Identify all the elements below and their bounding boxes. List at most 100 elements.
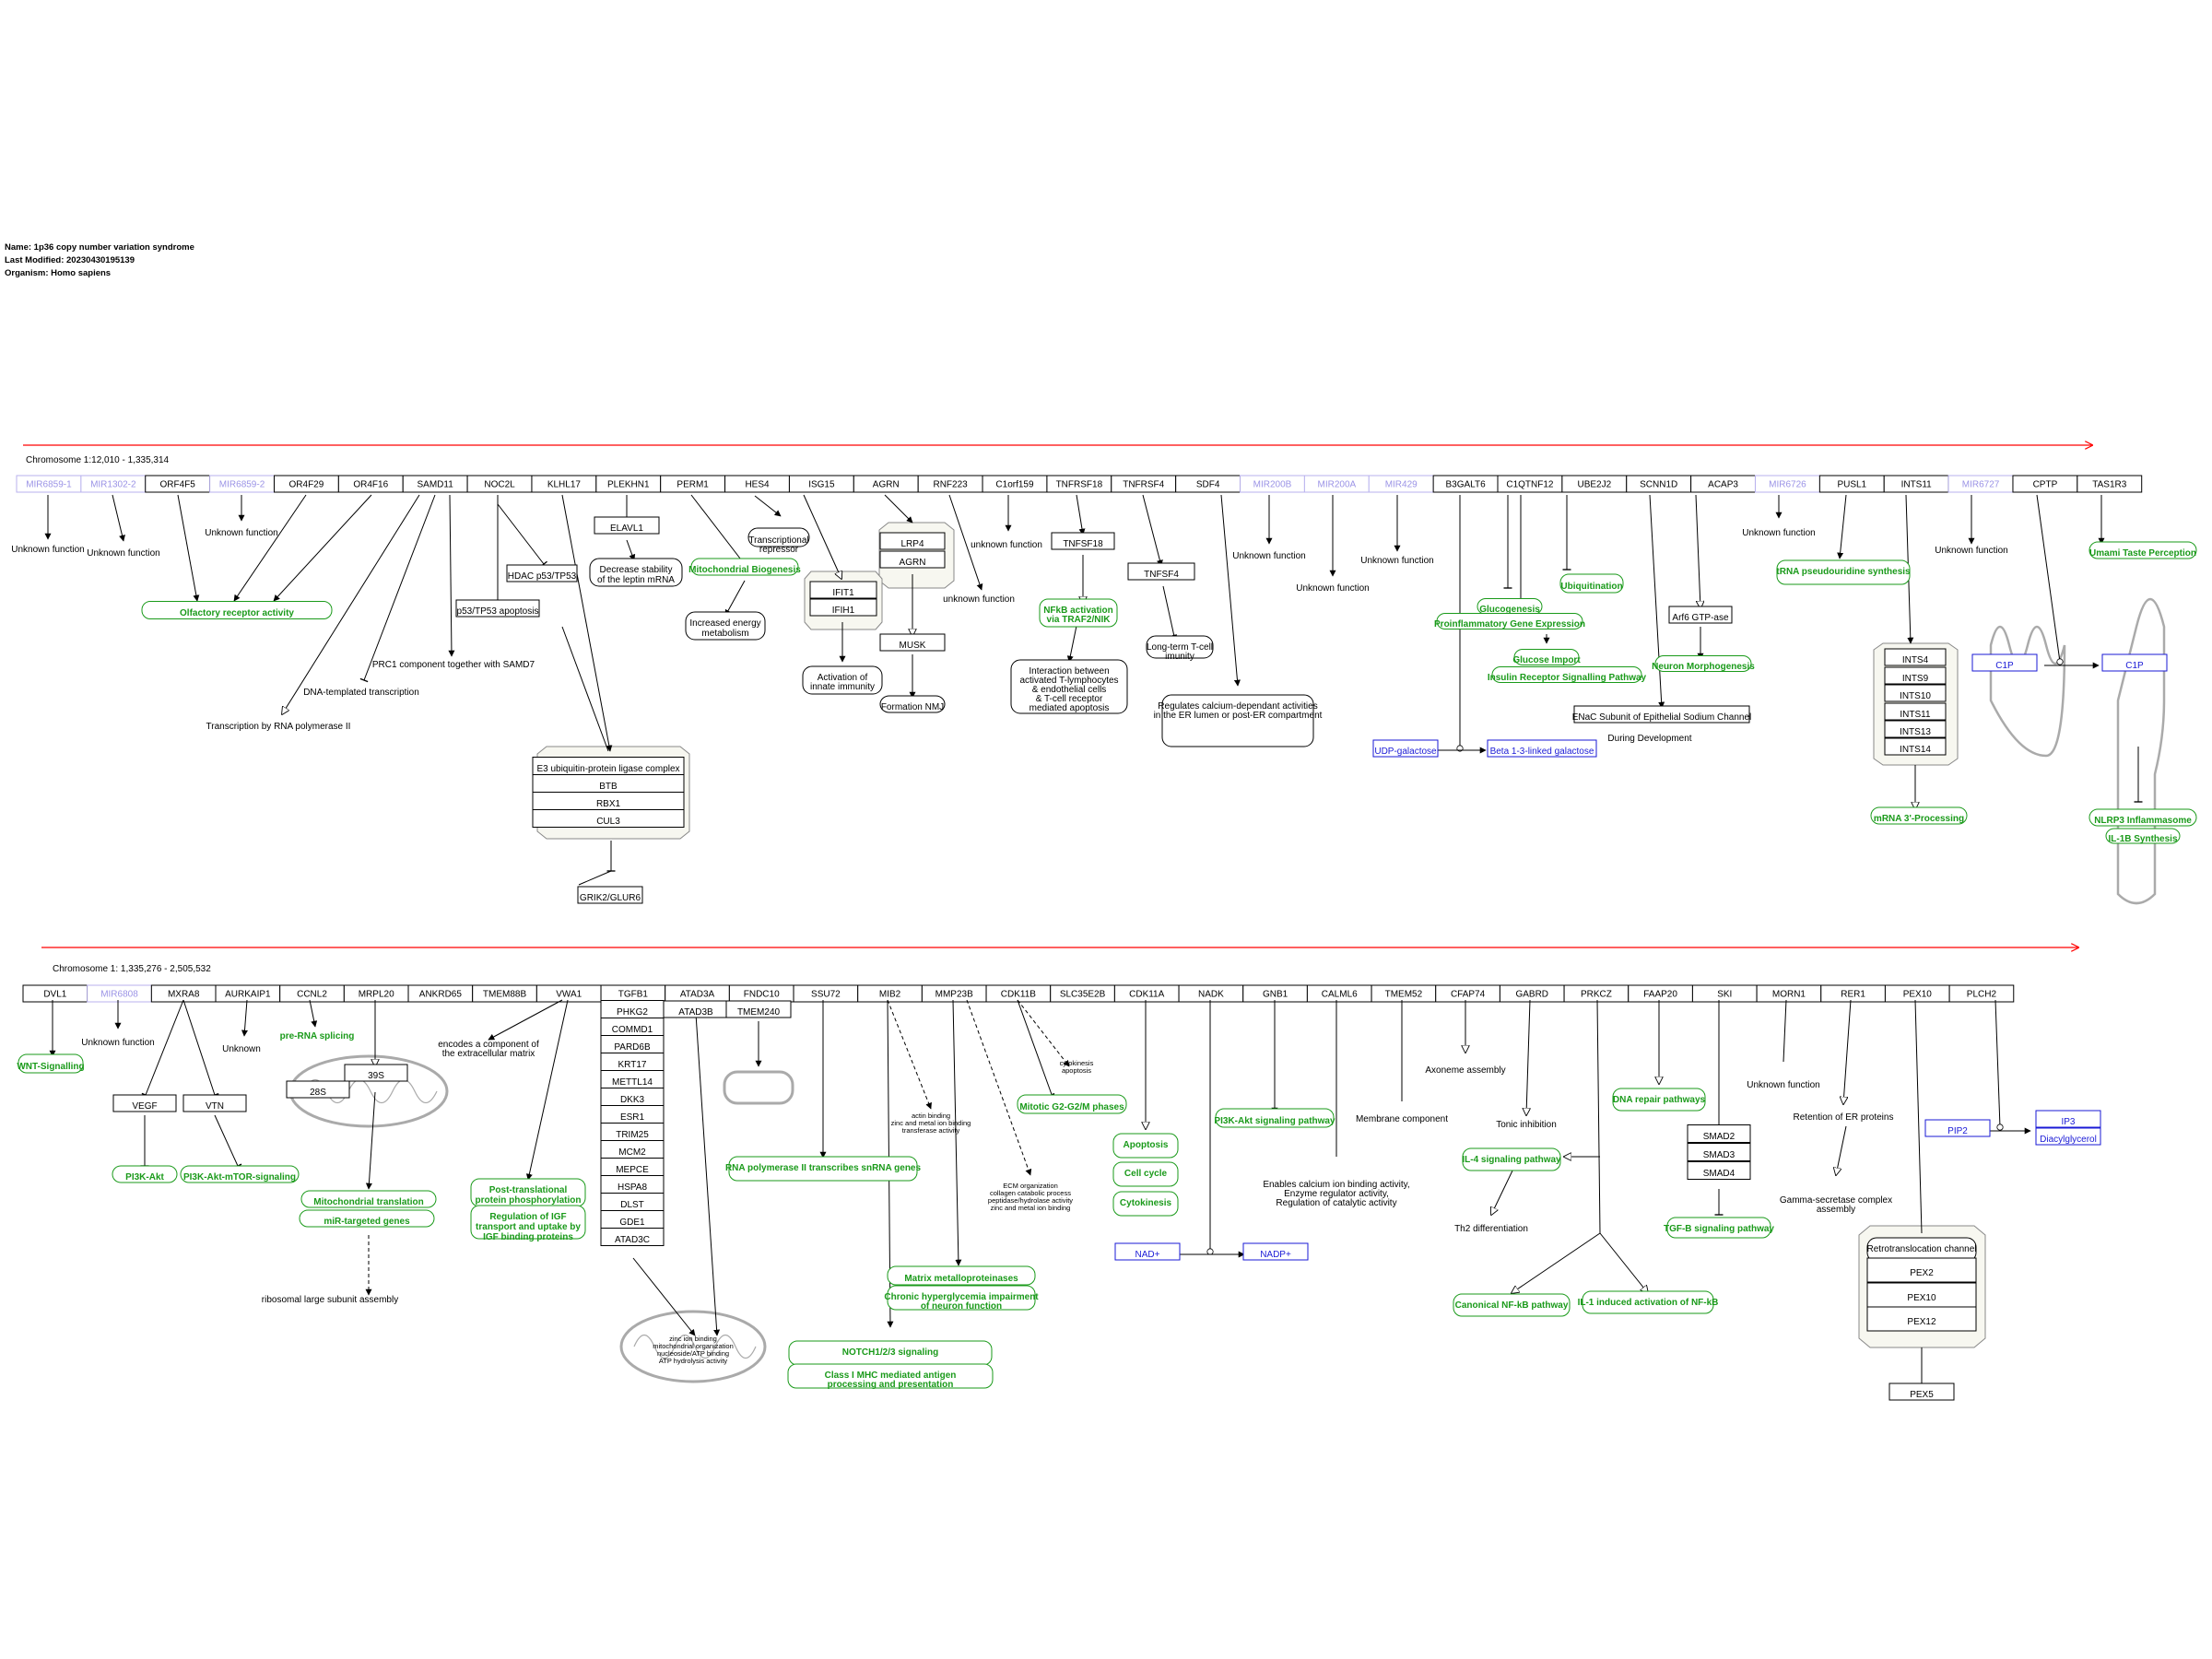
gene-node-ints11[interactable]: INTS11 xyxy=(1884,702,1947,721)
gene-ube2j2[interactable]: UBE2J2 xyxy=(1561,475,1628,493)
gene-cdk11a[interactable]: CDK11A xyxy=(1113,984,1180,1003)
gene-pex10[interactable]: PEX10 xyxy=(1884,984,1950,1003)
gene-node-pex12[interactable]: PEX12 xyxy=(1866,1306,1977,1332)
gene-node-mcm2[interactable]: MCM2 xyxy=(600,1140,665,1159)
pathway-node-pre-rna-splicing[interactable]: pre-RNA splicing xyxy=(280,1031,355,1041)
pathway-node-processing-and-presentation[interactable]: processing and presentation xyxy=(828,1380,954,1390)
gene-node-smad2[interactable]: SMAD2 xyxy=(1687,1124,1751,1143)
gene-dvl1[interactable]: DVL1 xyxy=(22,984,88,1003)
gene-mir200b[interactable]: MIR200B xyxy=(1240,475,1305,493)
pathway-node-of-neuron-function[interactable]: of neuron function xyxy=(921,1301,1002,1312)
gene-tmem88b[interactable]: TMEM88B xyxy=(472,984,537,1003)
gene-b3galt6[interactable]: B3GALT6 xyxy=(1432,475,1499,493)
pathway-node-il-1-induced-activation-of-nf-kb[interactable]: IL-1 induced activation of NF-kB xyxy=(1578,1290,1719,1314)
gene-ankrd65[interactable]: ANKRD65 xyxy=(407,984,474,1003)
pathway-node-regulation-of-igf[interactable]: Regulation of IGF xyxy=(470,1205,586,1240)
gene-node-agrn[interactable]: AGRN xyxy=(879,550,946,569)
pathway-node-via-traf2-nik[interactable]: via TRAF2/NIK xyxy=(1047,615,1112,625)
pathway-node-nlrp3-inflammasome[interactable]: NLRP3 Inflammasome xyxy=(2088,808,2197,827)
pathway-node-pi3k-akt-mtor-signaling[interactable]: PI3K-Akt-mTOR-signaling xyxy=(180,1165,300,1183)
gene-tgfb1[interactable]: TGFB1 xyxy=(600,984,666,1003)
pathway-node-insulin-receptor-signalling-pathway[interactable]: Insulin Receptor Signalling Pathway xyxy=(1488,666,1647,684)
gene-node-tnfsf4[interactable]: TNFSF4 xyxy=(1127,562,1195,581)
pathway-node-notch1-2-3-signaling[interactable]: NOTCH1/2/3 signaling xyxy=(788,1340,993,1366)
gene-node-pex2[interactable]: PEX2 xyxy=(1866,1257,1977,1283)
gene-node-ints4[interactable]: INTS4 xyxy=(1884,648,1947,666)
gene-node-dlst[interactable]: DLST xyxy=(600,1193,665,1211)
pathway-node-glucogenesis[interactable]: Glucogenesis xyxy=(1477,598,1543,616)
gene-morn1[interactable]: MORN1 xyxy=(1756,984,1822,1003)
gene-mir1302-2[interactable]: MIR1302-2 xyxy=(80,475,147,493)
gene-orf4f5[interactable]: ORF4F5 xyxy=(145,475,211,493)
gene-node-lrp4[interactable]: LRP4 xyxy=(879,532,946,550)
gene-samd11[interactable]: SAMD11 xyxy=(402,475,468,493)
gene-node-ifit1[interactable]: IFIT1 xyxy=(809,581,877,599)
pathway-node-cytokinesis[interactable]: Cytokinesis xyxy=(1112,1191,1179,1217)
gene-mir6859-1[interactable]: MIR6859-1 xyxy=(16,475,82,493)
gene-fndc10[interactable]: FNDC10 xyxy=(728,984,794,1003)
metabolite-node-udp-galactose[interactable]: UDP-galactose xyxy=(1372,739,1439,758)
gene-node-p53-tp53-apoptosis[interactable]: p53/TP53 apoptosis xyxy=(455,599,540,618)
gene-plekhn1[interactable]: PLEKHN1 xyxy=(595,475,662,493)
pathway-node-wnt-signalling[interactable]: WNT-Signalling xyxy=(17,1053,85,1074)
gene-gabrd[interactable]: GABRD xyxy=(1499,984,1565,1003)
pathway-node-rna-polymerase-ii-transcribes-snrna-genes[interactable]: RNA polymerase II transcribes snRNA gene… xyxy=(725,1156,922,1182)
gene-node-commd1[interactable]: COMMD1 xyxy=(600,1018,665,1036)
gene-tmem52[interactable]: TMEM52 xyxy=(1371,984,1437,1003)
gene-mir200a[interactable]: MIR200A xyxy=(1303,475,1370,493)
gene-sdf4[interactable]: SDF4 xyxy=(1175,475,1241,493)
pathway-node-il-4-signaling-pathway[interactable]: IL-4 signaling pathway xyxy=(1462,1147,1561,1171)
gene-node-28s[interactable]: 28S xyxy=(286,1080,350,1099)
gene-node-vtn[interactable]: VTN xyxy=(182,1094,247,1112)
pathway-node-igf-binding-proteins[interactable]: IGF binding proteins xyxy=(483,1232,573,1242)
pathway-node-pi3k-akt-signaling-pathway[interactable]: PI3K-Akt signaling pathway xyxy=(1214,1108,1335,1128)
gene-node-pex10[interactable]: PEX10 xyxy=(1866,1282,1977,1308)
gene-perm1[interactable]: PERM1 xyxy=(660,475,726,493)
gene-node-rbx1[interactable]: RBX1 xyxy=(532,792,685,810)
gene-node-enac-subunit-of-epithelial-sodium-channel[interactable]: ENaC Subunit of Epithelial Sodium Channe… xyxy=(1572,705,1752,724)
gene-mxra8[interactable]: MXRA8 xyxy=(150,984,217,1003)
gene-ssu72[interactable]: SSU72 xyxy=(793,984,859,1003)
gene-node-hdac-p53-tp53[interactable]: HDAC p53/TP53 xyxy=(506,564,578,582)
gene-mib2[interactable]: MIB2 xyxy=(857,984,923,1003)
gene-node-atad3c[interactable]: ATAD3C xyxy=(600,1228,665,1246)
gene-node-vegf[interactable]: VEGF xyxy=(112,1094,177,1112)
gene-node-grik2-glur6[interactable]: GRIK2/GLUR6 xyxy=(577,886,643,904)
gene-c1qtnf12[interactable]: C1QTNF12 xyxy=(1497,475,1563,493)
gene-node-smad3[interactable]: SMAD3 xyxy=(1687,1143,1751,1161)
pathway-node-post-translational[interactable]: Post-translational xyxy=(470,1178,586,1207)
pathway-node-umami-taste-perception[interactable]: Umami Taste Perception xyxy=(2088,541,2197,559)
gene-noc2l[interactable]: NOC2L xyxy=(466,475,533,493)
gene-vwa1[interactable]: VWA1 xyxy=(535,984,602,1003)
gene-ccnl2[interactable]: CCNL2 xyxy=(279,984,345,1003)
gene-mir6726[interactable]: MIR6726 xyxy=(1754,475,1820,493)
gene-or4f16[interactable]: OR4F16 xyxy=(337,475,404,493)
pathway-node-olfactory-receptor-activity[interactable]: Olfactory receptor activity xyxy=(141,601,333,619)
gene-aurkaip1[interactable]: AURKAIP1 xyxy=(215,984,281,1003)
gene-mmp23b[interactable]: MMP23B xyxy=(921,984,987,1003)
gene-prkcz[interactable]: PRKCZ xyxy=(1563,984,1630,1003)
gene-ints11[interactable]: INTS11 xyxy=(1883,475,1949,493)
pathway-node-nfkb-activation[interactable]: NFkB activation xyxy=(1039,598,1118,628)
gene-c1orf159[interactable]: C1orf159 xyxy=(982,475,1048,493)
gene-node-atad3b[interactable]: ATAD3B xyxy=(663,1000,729,1018)
gene-ski[interactable]: SKI xyxy=(1691,984,1758,1003)
gene-node-e3-ubiquitin-protein-ligase-complex[interactable]: E3 ubiquitin-protein ligase complex xyxy=(532,757,685,775)
gene-node-tmem240[interactable]: TMEM240 xyxy=(725,1000,792,1018)
metabolite-node-ip3[interactable]: IP3 xyxy=(2035,1110,2101,1128)
metabolite-node-beta-1-3-linked-galactose[interactable]: Beta 1-3-linked galactose xyxy=(1487,739,1597,758)
pathway-node-apoptosis[interactable]: Apoptosis xyxy=(1112,1133,1179,1159)
pathway-node-dna-repair-pathways[interactable]: DNA repair pathways xyxy=(1612,1088,1706,1112)
gene-node-mepce[interactable]: MEPCE xyxy=(600,1158,665,1176)
gene-node-ints13[interactable]: INTS13 xyxy=(1884,720,1947,738)
pathway-node-canonical-nf-kb-pathway[interactable]: Canonical NF-kB pathway xyxy=(1453,1293,1571,1317)
gene-rer1[interactable]: RER1 xyxy=(1820,984,1886,1003)
pathway-node-pi3k-akt[interactable]: PI3K-Akt xyxy=(112,1165,178,1183)
gene-node-btb[interactable]: BTB xyxy=(532,774,685,793)
pathway-node-matrix-metalloproteinases[interactable]: Matrix metalloproteinases xyxy=(887,1265,1036,1286)
pathway-node-chronic-hyperglycemia-impairment[interactable]: Chronic hyperglycemia impairment xyxy=(884,1285,1039,1311)
pathway-node-tgf-b-signaling-pathway[interactable]: TGF-B signaling pathway xyxy=(1664,1217,1774,1239)
gene-slc35e2b[interactable]: SLC35E2B xyxy=(1050,984,1115,1003)
pathway-node-protein-phosphorylation[interactable]: protein phosphorylation xyxy=(476,1195,582,1206)
gene-node-mettl14[interactable]: METTL14 xyxy=(600,1070,665,1088)
